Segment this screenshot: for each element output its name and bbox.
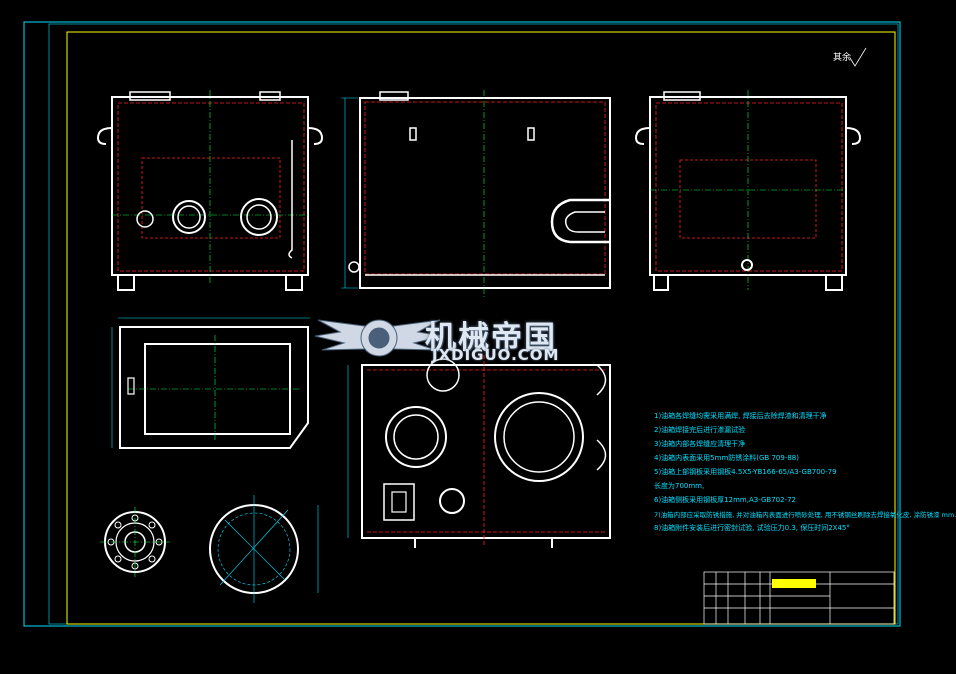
outer-border (23, 21, 901, 627)
tech-note-5b: 长度为700mm, (654, 482, 705, 490)
tech-note-5: 5)油箱上部钢板采用钢板4.5X5-YB166-65/A3-GB700-79 (654, 468, 837, 476)
watermark-title: 机械帝国 (425, 320, 557, 356)
side-view (341, 90, 611, 298)
roughness-label: 其余 (833, 53, 852, 63)
tank-section-view (347, 355, 611, 548)
title-block-highlight (772, 579, 816, 588)
front-view (96, 90, 324, 291)
inner-frame (66, 31, 896, 625)
winged-gear-logo-icon (314, 319, 444, 357)
flange-large (209, 495, 319, 603)
drawing-svg (23, 21, 901, 627)
tech-note-1: 1)油箱各焊缝均需采用满焊, 焊接后去除焊渣和清理干净 (654, 412, 827, 420)
title-block (703, 571, 895, 625)
tech-note-3: 3)油箱内部各焊缝应清理干净 (654, 440, 746, 448)
tech-note-4: 4)油箱内表面采用5mm防锈涂料(GB 709-88) (654, 454, 799, 462)
tech-note-7: 7)油箱内部应采取防锈措施, 并对油箱内表面进行喷砂处理, 用不锈钢丝刷除去焊接… (654, 511, 956, 519)
cad-drawing-canvas: 机械帝国 JXDIGUO.COM 其余 1)油箱各焊缝均需采用满焊, 焊接后去除… (23, 21, 956, 627)
cover-plate-view (111, 317, 310, 449)
tech-note-6: 6)油箱侧板采用钢板厚12mm,A3-GB702-72 (654, 496, 796, 504)
tech-note-2: 2)油箱焊接完后进行渗漏试验 (654, 426, 746, 434)
flange-small (100, 507, 170, 577)
roughness-symbol (849, 47, 867, 67)
tech-note-8: 8)油箱附件安装后进行密封试验, 试验压力0.3, 保压时间2X45° (654, 524, 850, 532)
right-view (634, 90, 862, 291)
watermark-url: JXDIGUO.COM (432, 346, 560, 364)
